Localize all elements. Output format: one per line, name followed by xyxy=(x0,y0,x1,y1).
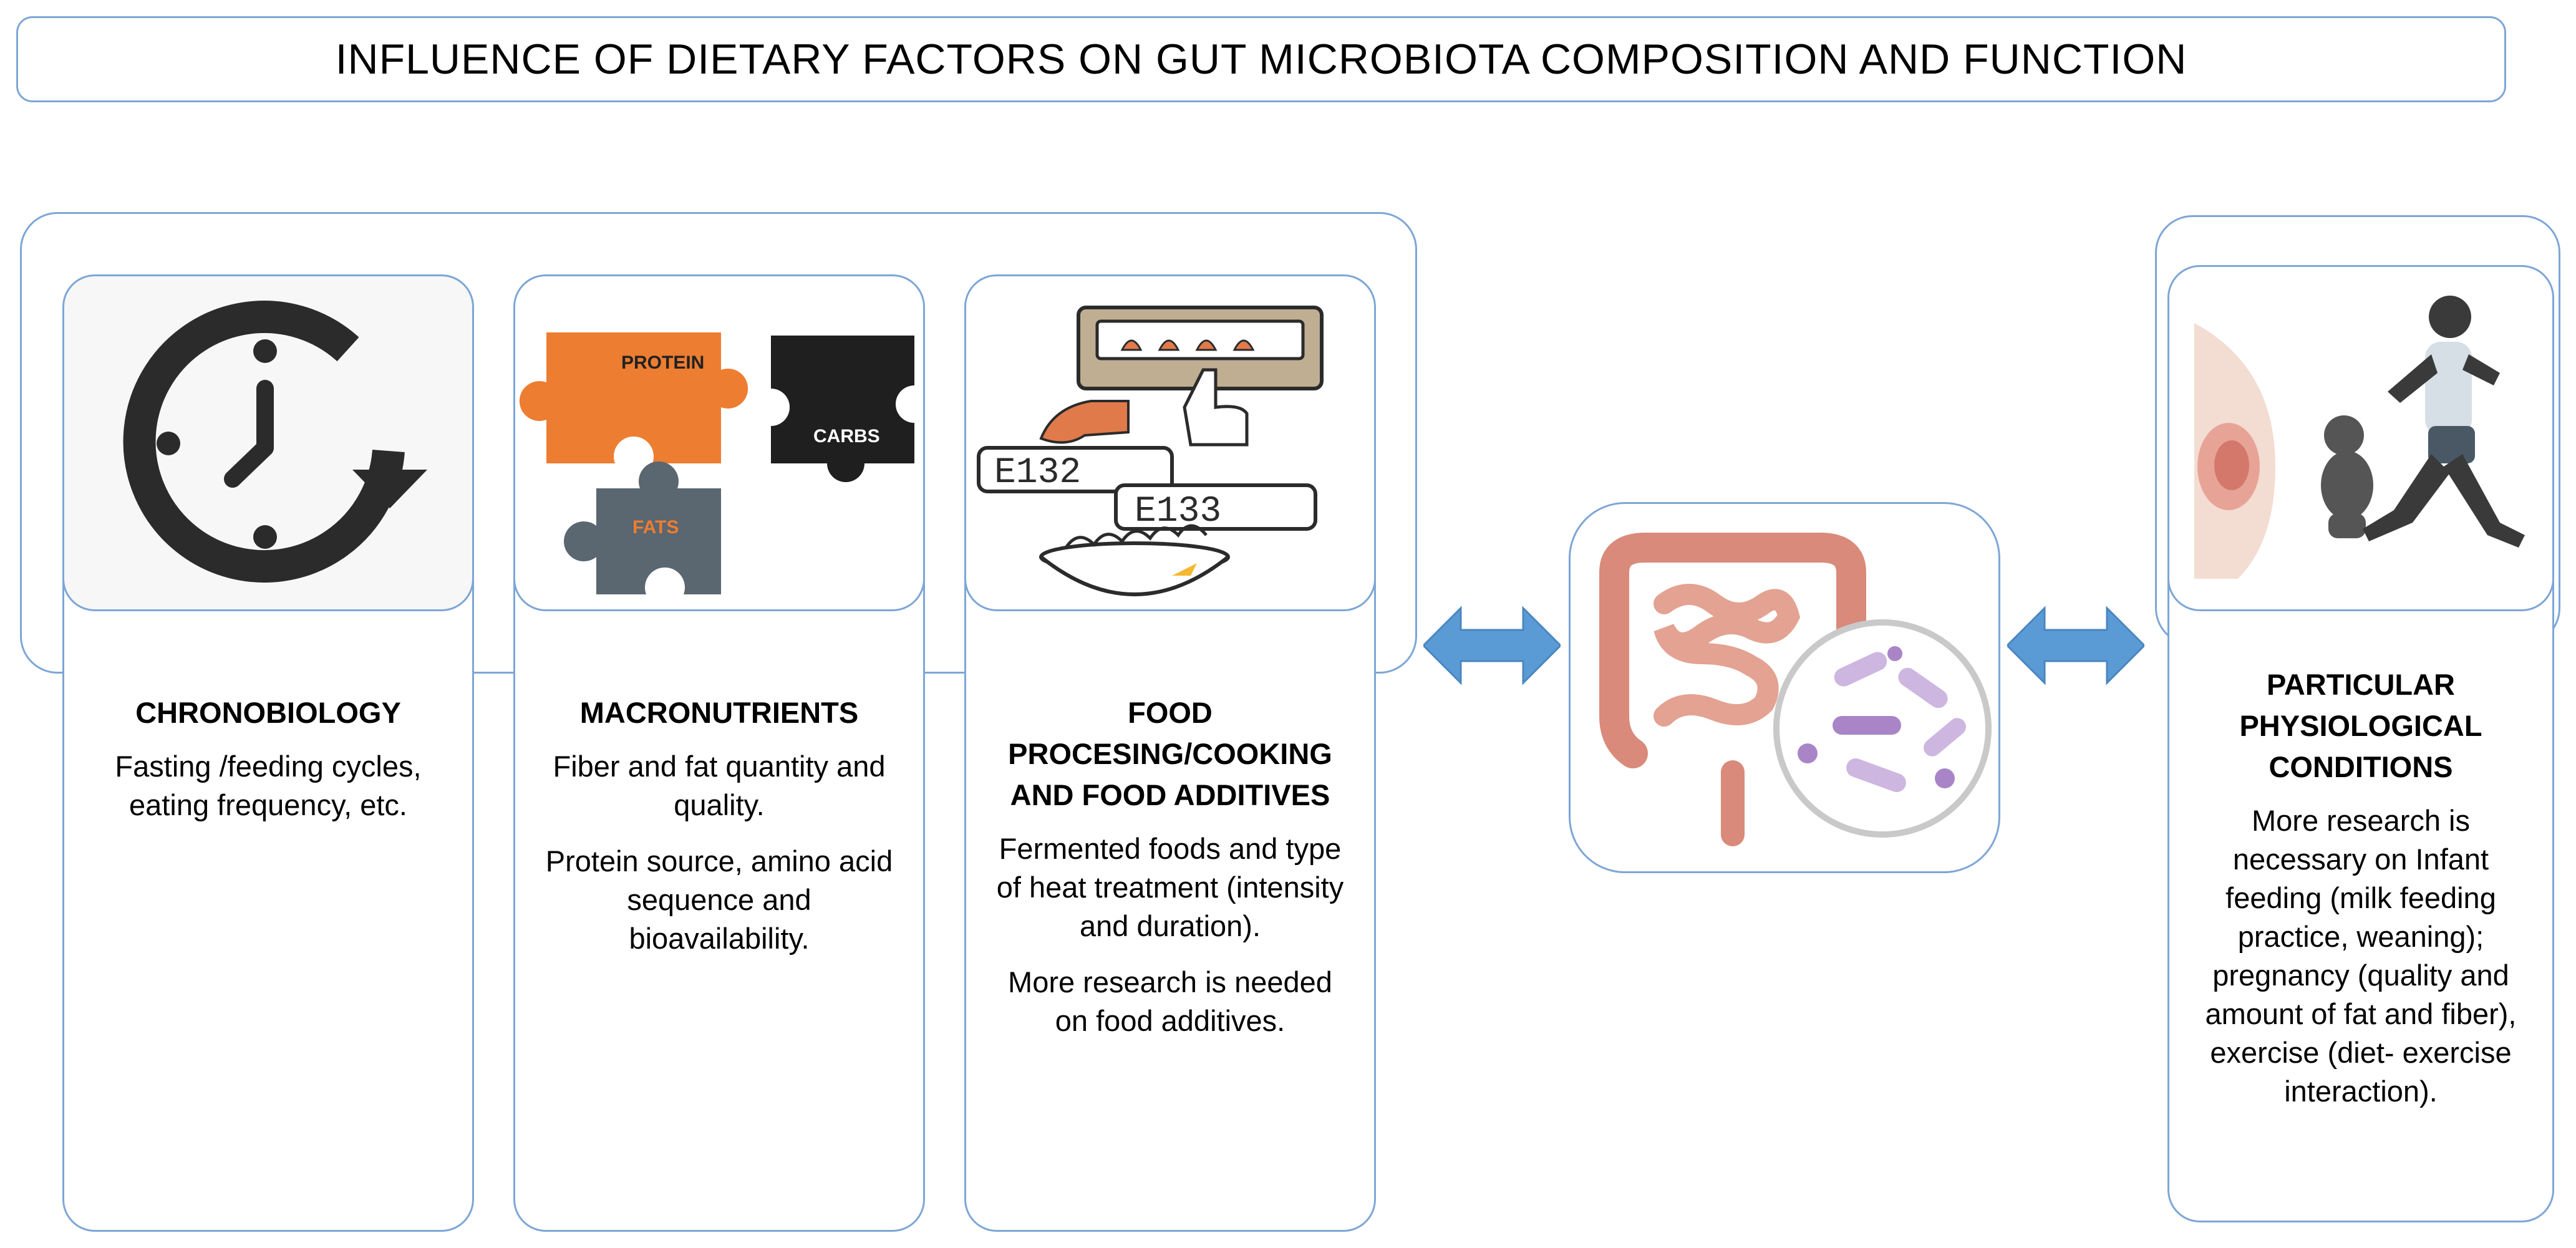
physiological-description: More research is necessary on Infant fee… xyxy=(2174,801,2548,1111)
additive-label-2: E133 xyxy=(1135,491,1221,532)
chronobiology-description: Fasting /feeding cycles, eating frequenc… xyxy=(69,747,468,825)
macronutrients-description: Fiber and fat quantity and quality. Prot… xyxy=(520,747,919,958)
physiological-heading: PARTICULAR PHYSIOLOGICAL CONDITIONS xyxy=(2239,668,2482,783)
page-title: INFLUENCE OF DIETARY FACTORS ON GUT MICR… xyxy=(335,36,2187,83)
macronutrients-paragraph-2: Protein source, amino acid sequence and … xyxy=(545,844,893,955)
chronobiology-text: CHRONOBIOLOGY Fasting /feeding cycles, e… xyxy=(69,692,468,842)
puzzle-icon: PROTEIN CARBS FATS xyxy=(519,332,914,594)
double-arrow-left-icon xyxy=(1423,606,1561,685)
macronutrients-image-box: PROTEIN CARBS FATS xyxy=(513,274,925,611)
chronobiology-image-box xyxy=(62,274,474,611)
cooking-additives-icon: E132 E133 xyxy=(977,306,1324,596)
puzzle-protein-label: PROTEIN xyxy=(621,352,704,373)
title-box: INFLUENCE OF DIETARY FACTORS ON GUT MICR… xyxy=(16,16,2506,102)
physiological-text-panel xyxy=(2167,536,2554,1222)
puzzle-carbs-label: CARBS xyxy=(813,426,880,447)
additive-label-1: E132 xyxy=(994,453,1081,493)
macronutrients-text: MACRONUTRIENTS Fiber and fat quantity an… xyxy=(520,692,919,975)
food-processing-text: FOOD PROCESING/COOKING AND FOOD ADDITIVE… xyxy=(971,692,1370,1058)
double-arrow-right-icon xyxy=(2007,606,2144,685)
physiological-paragraph-1: More research is necessary on Infant fee… xyxy=(2205,804,2517,1108)
clock-icon xyxy=(123,301,427,583)
pregnancy-infant-runner-icon xyxy=(2194,296,2525,579)
food-processing-paragraph-1: Fermented foods and type of heat treatme… xyxy=(996,832,1344,942)
macronutrients-paragraph-1: Fiber and fat quantity and quality. xyxy=(553,750,886,821)
chronobiology-paragraph-1: Fasting /feeding cycles, eating frequenc… xyxy=(115,750,422,821)
chronobiology-heading: CHRONOBIOLOGY xyxy=(135,696,401,729)
macronutrients-heading: MACRONUTRIENTS xyxy=(579,696,859,729)
gut-microbiota-box xyxy=(1569,502,2000,873)
food-processing-heading: FOOD PROCESING/COOKING AND FOOD ADDITIVE… xyxy=(1008,696,1332,811)
gut-microbiota-icon xyxy=(1599,533,1992,846)
food-processing-description: Fermented foods and type of heat treatme… xyxy=(971,830,1370,1040)
puzzle-fats-label: FATS xyxy=(632,517,679,538)
food-processing-image-box: E132 E133 xyxy=(964,274,1376,611)
food-processing-paragraph-2: More research is needed on food additive… xyxy=(1008,965,1332,1037)
physiological-image-box xyxy=(2167,265,2554,611)
physiological-text: PARTICULAR PHYSIOLOGICAL CONDITIONS More… xyxy=(2174,664,2548,1128)
